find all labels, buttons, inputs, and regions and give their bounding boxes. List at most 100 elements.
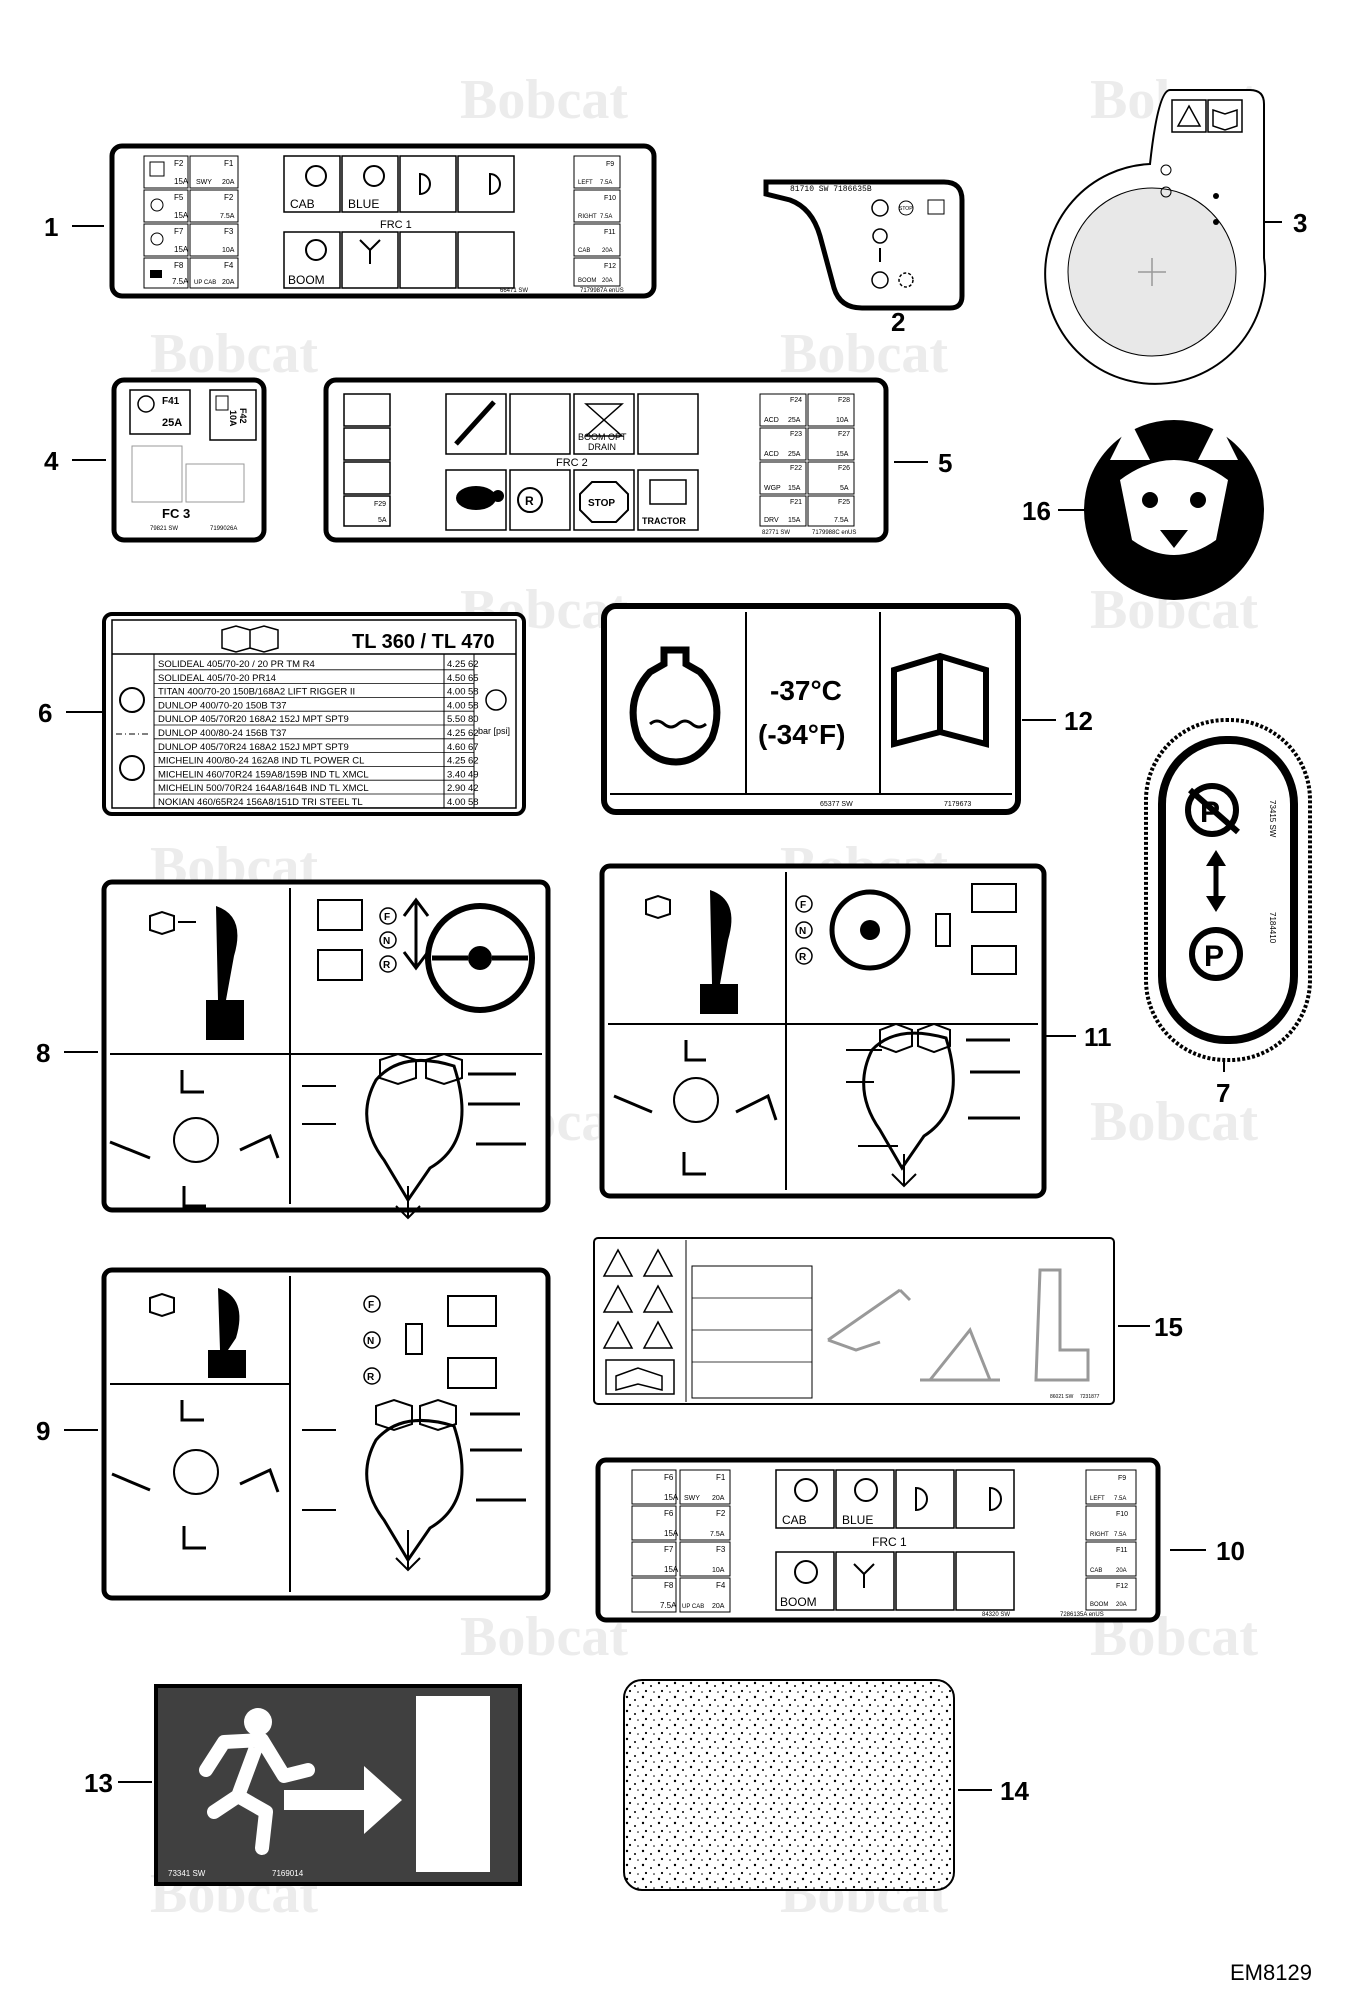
fuse-amp: 20A bbox=[602, 278, 613, 284]
n-label: N bbox=[383, 936, 390, 947]
fuse-amp: 7.5A bbox=[710, 1531, 725, 1538]
decal-9-joystick-controls: F N R bbox=[101, 1267, 551, 1601]
relay-boom-label: BOOM bbox=[288, 273, 325, 287]
r-label: R bbox=[383, 960, 391, 971]
frc2-drain: DRAIN bbox=[588, 442, 616, 452]
valve-icon bbox=[584, 403, 624, 437]
tyre-pressure-psi: 58 bbox=[468, 797, 479, 808]
fuse-text: CAB bbox=[578, 248, 590, 254]
fuse-text: RIGHT bbox=[578, 214, 597, 220]
pictogram-part-number-2: 7231877 bbox=[1080, 1394, 1100, 1400]
fuse-text: CAB bbox=[1090, 1568, 1102, 1574]
hydraulic-cylinder-icon bbox=[454, 400, 496, 446]
fuse-code: F26 bbox=[838, 465, 850, 472]
fc3-part-number: 79821 SW bbox=[150, 526, 178, 532]
tyre-table-title: TL 360 / TL 470 bbox=[352, 631, 495, 653]
relay-cab-label: CAB bbox=[290, 197, 315, 211]
relay-cab-label: CAB bbox=[782, 1513, 807, 1527]
fuse-amp: 7.5A bbox=[172, 277, 189, 286]
tyre-pressure-psi: 67 bbox=[468, 742, 479, 753]
fuse-code: F28 bbox=[838, 397, 850, 404]
fuse-amp: 10A bbox=[222, 247, 235, 254]
tyre-pressure-bar: 5.50 bbox=[447, 714, 466, 725]
fuse-code: F22 bbox=[790, 465, 802, 472]
fc3-fuse-1-code: F41 bbox=[162, 396, 180, 407]
decal-7-parking-brake: P P 73415 SW 7184410 bbox=[1144, 718, 1312, 1062]
fuse-text: LEFT bbox=[578, 180, 593, 186]
fuse-code: F2 bbox=[174, 159, 184, 168]
relay-blue-label: BLUE bbox=[842, 1513, 873, 1527]
decal-10-title: FRC 1 bbox=[872, 1535, 907, 1549]
fuse-text: RIGHT bbox=[1090, 1532, 1109, 1538]
fuse-amp: 20A bbox=[1116, 1602, 1127, 1608]
callouts: 1 2 3 4 5 6 7 8 9 10 11 12 13 14 15 16 bbox=[36, 208, 1307, 1806]
f-label: F bbox=[384, 912, 390, 923]
decal-1-frc1: F2 15A F5 15A F7 15A F8 7.5A F1 SWY 20A … bbox=[109, 143, 657, 299]
decal-10-mid-fuses: F1 SWY 20A F2 7.5A F3 10A F4 UP CAB 20A bbox=[679, 1469, 731, 1613]
fuse-code: F8 bbox=[664, 1581, 674, 1590]
steering-wheel-icon bbox=[425, 903, 535, 1013]
f-label: F bbox=[368, 1300, 374, 1311]
manual-book-icon bbox=[879, 1022, 951, 1054]
tyre-name: DUNLOP 400/80-24 156B T37 bbox=[158, 728, 287, 739]
fuse-code: F3 bbox=[224, 227, 234, 236]
fuse-text: ACD bbox=[764, 451, 779, 458]
control-panel-top-icon bbox=[862, 1031, 955, 1171]
tyre-name: DUNLOP 400/70-20 150B T37 bbox=[158, 700, 287, 711]
bobcat-face-icon bbox=[1120, 460, 1228, 555]
decal-10-frc1: F6 15A F6 15A F7 15A F8 7.5A F1 SWY 20A … bbox=[595, 1457, 1161, 1623]
tyre-name: DUNLOP 405/70R20 168A2 152J MPT SPT9 bbox=[158, 714, 349, 725]
tyre-pressure-bar: 4.50 bbox=[447, 673, 466, 684]
park-brake-part-number-2: 7184410 bbox=[1268, 912, 1277, 944]
frc2-part-number-2: 7179988C enUS bbox=[812, 530, 856, 536]
fuse-text: BOOM bbox=[578, 278, 596, 284]
tyre-pressure-psi: 62 bbox=[468, 756, 479, 767]
coolant-temp-c: -37°C bbox=[770, 675, 842, 706]
frc2-stop: STOP bbox=[588, 498, 615, 509]
warning-triangle-icon bbox=[642, 1284, 674, 1313]
fuse-amp: 20A bbox=[222, 179, 235, 186]
warning-triangle-icon bbox=[602, 1248, 634, 1277]
telehandler-front-view-icon bbox=[1034, 1268, 1090, 1382]
fuse-code: F7 bbox=[664, 1545, 674, 1554]
tyre-pressure-bar: 3.40 bbox=[447, 769, 466, 780]
fuse-amp: 15A bbox=[664, 1529, 679, 1538]
fuse-code: F23 bbox=[790, 431, 802, 438]
manual-book-icon bbox=[221, 625, 279, 653]
tyre-name: DUNLOP 405/70R24 168A2 152J MPT SPT9 bbox=[158, 742, 349, 753]
decal-2-key-switch: 81710 SW 7186635B STOP bbox=[763, 179, 965, 311]
fuse-amp: 20A bbox=[1116, 1568, 1127, 1574]
decal-12-coolant: -37°C (-34°F) 65377 SW 7179673 bbox=[601, 603, 1021, 815]
manual-book-icon bbox=[891, 652, 989, 748]
machine-reverse-icon bbox=[971, 945, 1017, 975]
steering-wheel-icon bbox=[829, 889, 911, 971]
fuse-code: F9 bbox=[606, 161, 614, 168]
fuse-amp: 15A bbox=[788, 485, 801, 492]
tyre-pressure-psi: 80 bbox=[468, 714, 479, 725]
fuse-amp: 20A bbox=[602, 248, 613, 254]
telehandler-side-view-icon bbox=[827, 1288, 912, 1352]
decal-6-tyre-pressure-table: TL 360 / TL 470 bar [psi] SOLIDEAL 405/7… bbox=[102, 612, 526, 816]
fuse-code: F27 bbox=[838, 431, 850, 438]
tyre-pressure-psi: 62 bbox=[468, 728, 479, 739]
callout-8: 8 bbox=[36, 1038, 50, 1068]
callout-16: 16 bbox=[1022, 496, 1051, 526]
fuse-amp: 7.5A bbox=[660, 1601, 677, 1610]
manual-book-icon bbox=[615, 1367, 663, 1391]
frc2-title: FRC 2 bbox=[556, 457, 588, 469]
decal-2-part-number: 81710 SW 7186635B bbox=[790, 185, 872, 194]
watermark-10: Bobcat bbox=[1090, 1091, 1258, 1153]
decal-15-safety-pictograms: 86021 SW 7231877 bbox=[593, 1237, 1115, 1405]
fuse-code: F4 bbox=[224, 261, 234, 270]
joystick-icon bbox=[206, 906, 244, 1040]
decal-13-emergency-exit: 73341 SW 7169014 bbox=[154, 1684, 522, 1886]
tyre-name: TITAN 400/70-20 150B/168A2 LIFT RIGGER I… bbox=[158, 687, 355, 698]
tyre-table-unit: bar [psi] bbox=[478, 726, 510, 736]
fuse-text: SWY bbox=[684, 1495, 700, 1502]
machine-forward-icon bbox=[447, 1295, 497, 1327]
decal-10-left-fuses: F6 15A F6 15A F7 15A F8 7.5A bbox=[631, 1469, 679, 1613]
decal-1-part-number-2: 7179987A enUS bbox=[580, 288, 624, 294]
joystick-top-icon bbox=[673, 1077, 719, 1123]
fuse-code: F25 bbox=[838, 499, 850, 506]
